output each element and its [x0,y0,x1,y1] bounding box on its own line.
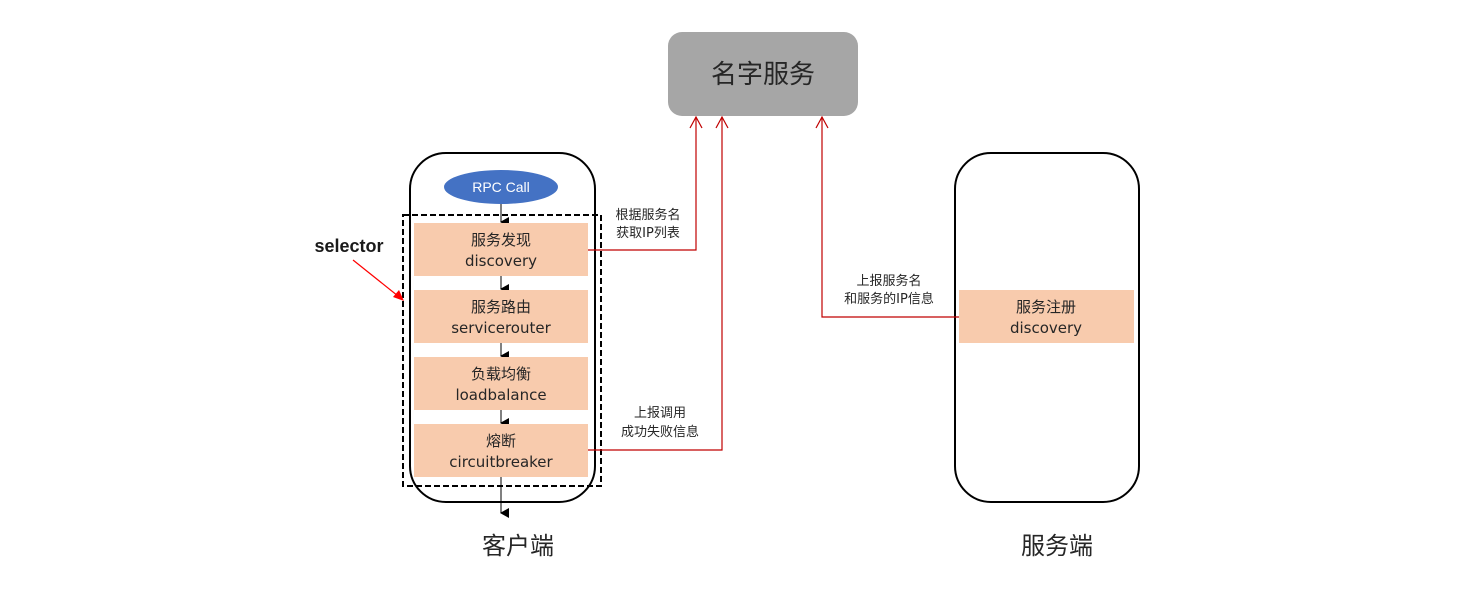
annotation-line: 和服务的IP信息 [844,291,934,307]
step-label-en: circuitbreaker [449,453,553,471]
step-box [414,290,588,343]
arrowhead-open [815,115,829,129]
annotation-line: 上报调用 [634,406,686,421]
selector-callout: selector [314,236,404,301]
step-servicerouter: 服务路由 servicerouter [414,290,588,343]
name-service-node: 名字服务 [668,32,858,116]
step-loadbalance: 负载均衡 loadbalance [414,357,588,410]
annotation-line: 获取IP列表 [616,226,680,241]
annotation-line: 上报服务名 [856,273,921,289]
step-box [414,223,588,276]
step-box [414,424,588,477]
annotation-circuit-report: 上报调用 成功失败信息 [621,406,699,440]
annotation-register-report: 上报服务名 和服务的IP信息 [844,273,934,307]
step-label-zh: 服务发现 [471,231,531,249]
step-label-zh: 熔断 [486,432,516,450]
client-container [409,152,596,503]
rpc-call-label: RPC Call [472,179,530,195]
client-node: RPC Call 服务发现 discovery 服务路由 servicerout… [402,152,602,560]
server-container [954,152,1140,503]
annotation-line: 根据服务名 [615,207,680,223]
registration-label-zh: 服务注册 [1016,298,1076,316]
selector-boundary [402,214,602,487]
server-node: 服务注册 discovery 服务端 [954,152,1140,560]
step-label-zh: 负载均衡 [471,365,531,383]
arrowhead-open [715,115,729,129]
registration-label-en: discovery [1010,319,1082,337]
connector-discovery-to-name-service [588,117,697,251]
annotation-discovery-query: 根据服务名 获取IP列表 [615,207,680,241]
connector-registration-to-name-service [821,117,959,318]
annotation-line: 成功失败信息 [621,424,699,440]
connectors [588,115,959,451]
step-label-en: discovery [465,252,537,270]
rpc-call-ellipse [444,170,558,204]
step-box [414,357,588,410]
step-discovery: 服务发现 discovery [414,223,588,276]
step-label-en: servicerouter [451,319,551,337]
server-title: 服务端 [1021,532,1093,560]
service-registration-box [959,290,1134,343]
step-circuitbreaker: 熔断 circuitbreaker [414,424,588,477]
client-title: 客户端 [482,532,554,560]
arrowhead-open [689,115,703,129]
step-label-zh: 服务路由 [471,298,531,316]
connector-circuitbreaker-to-name-service [588,117,723,451]
selector-pointer-arrowhead [393,290,404,301]
selector-label: selector [314,236,383,256]
name-service-box [668,32,858,116]
selector-pointer-line [352,259,399,297]
name-service-label: 名字服务 [711,60,815,90]
step-label-en: loadbalance [455,386,546,404]
